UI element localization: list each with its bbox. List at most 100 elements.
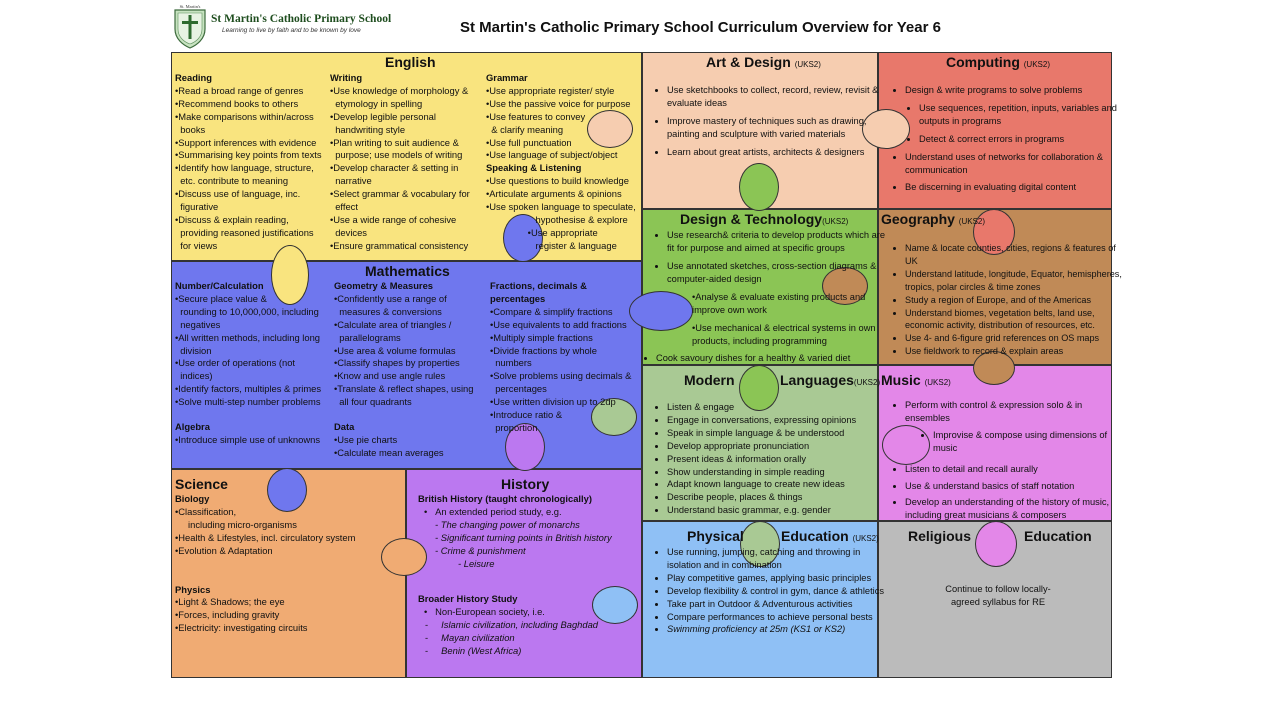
list-line: •Calculate mean averages <box>334 446 444 458</box>
list-item: Describe people, places & things <box>667 491 892 504</box>
puzzle-knob <box>503 214 543 262</box>
svg-text:St. Martin's: St. Martin's <box>180 4 201 9</box>
maths-number: Number/Calculation •Secure place value &… <box>175 280 335 447</box>
list-line: providing reasoned justifications <box>175 226 314 238</box>
fractions-list: •Compare & simplify fractions•Use equiva… <box>490 306 640 435</box>
biology-list: •Classification, including micro-organis… <box>175 506 395 558</box>
list-line: •Use a wide range of cohesive <box>330 213 457 225</box>
list-item: Understand basic grammar, e.g. gender <box>667 504 892 517</box>
geometry-list: •Confidently use a range of measures & c… <box>334 293 494 409</box>
list-item: Speak in simple language & be understood <box>667 427 892 440</box>
list-item: - Mayan civilization <box>425 632 515 644</box>
list-line: all four quadrants <box>334 396 412 408</box>
list-line: •Use spoken language to speculate, <box>486 201 636 213</box>
list-line: •Introduce simple use of unknowns <box>175 433 321 445</box>
list-line: •Plan writing to suit audience & <box>330 136 459 148</box>
puzzle-knob <box>973 351 1015 385</box>
list-line: •Introduce ratio & <box>490 409 563 421</box>
dt-list-bottom: Cook savoury dishes for a healthy & vari… <box>630 352 891 365</box>
history-content: British History (taught chronologically)… <box>418 493 638 658</box>
list-line: division <box>175 344 212 356</box>
list-line: •Recommend books to others <box>175 97 299 109</box>
list-line: •Use questions to build knowledge <box>486 175 629 187</box>
list-line: figurative <box>175 201 219 213</box>
list-line: •Use written division up to 2dp <box>490 396 616 408</box>
list-line: •Forces, including gravity <box>175 609 280 621</box>
list-item: Understand uses of networks for collabor… <box>905 151 1117 177</box>
puzzle-knob <box>973 209 1015 255</box>
list-item: Use fieldwork to record & explain areas <box>905 345 1130 358</box>
puzzle-knob <box>587 110 633 148</box>
list-line: proportion <box>490 421 538 433</box>
history-panel <box>406 469 642 678</box>
broader-intro: • Non-European society, i.e. <box>424 606 545 618</box>
list-line: •Translate & reflect shapes, using <box>334 383 474 395</box>
writing-list: •Use knowledge of morphology & etymology… <box>330 85 490 253</box>
list-item: Use 4- and 6-figure grid references on O… <box>905 332 1130 345</box>
puzzle-knob <box>740 521 780 567</box>
list-item: Listen & engage <box>667 401 892 414</box>
list-line: •Solve multi-step number problems <box>175 396 321 408</box>
list-line: •Classify shapes by properties <box>334 357 460 369</box>
puzzle-knob <box>739 163 779 211</box>
biology-heading: Biology <box>175 493 210 504</box>
music-list: Perform with control & expression solo &… <box>879 399 1120 522</box>
puzzle-knob <box>975 521 1017 567</box>
grammar-heading: Grammar <box>486 72 528 83</box>
list-item: Use sequences, repetition, inputs, varia… <box>919 102 1117 128</box>
list-item: Understand latitude, longitude, Equator,… <box>905 268 1130 294</box>
list-line: •Read a broad range of genres <box>175 84 304 96</box>
list-line: •Select grammar & vocabulary for <box>330 188 470 200</box>
list-line: •Articulate arguments & opinions <box>486 188 622 200</box>
dt-list: Use research& criteria to develop produc… <box>641 229 892 289</box>
list-item: Improve mastery of techniques such as dr… <box>667 115 887 141</box>
list-item: •Use mechanical & electrical systems in … <box>692 322 876 346</box>
list-item: Learn about great artists, architects & … <box>667 146 887 159</box>
mfl-title-right: Languages(UKS2) <box>780 372 881 388</box>
puzzle-knob <box>862 109 910 149</box>
english-title: English <box>385 54 436 70</box>
list-line: etc. contribute to meaning <box>175 175 289 187</box>
maths-geometry: Geometry & Measures •Confidently use a r… <box>334 280 494 460</box>
list-item: Adapt known language to create new ideas <box>667 478 892 491</box>
list-item: Understand biomes, vegetation belts, lan… <box>905 307 1130 333</box>
list-line: •Use appropriate register/ style <box>486 84 615 96</box>
list-line: •Use knowledge of morphology & <box>330 84 469 96</box>
list-item: Improvise & compose using dimensions of … <box>933 429 1120 455</box>
geography-list: Name & locate counties, cities, regions … <box>879 242 1130 358</box>
list-line: •Identify how language, structure, <box>175 162 314 174</box>
maths-title: Mathematics <box>365 263 450 279</box>
writing-heading: Writing <box>330 72 363 83</box>
list-line: •Summarising key points from texts <box>175 149 322 161</box>
list-line: •Use the passive voice for purpose <box>486 97 631 109</box>
list-line: •All written methods, including long <box>175 331 321 343</box>
list-item: Compare performances to achieve personal… <box>667 611 895 624</box>
computing-list: Design & write programs to solve problem… <box>879 84 1117 194</box>
list-item: Play competitive games, applying basic p… <box>667 572 895 585</box>
list-line: rounding to 10,000,000, including <box>175 305 319 317</box>
puzzle-knob <box>381 538 427 576</box>
list-item: Use & understand basics of staff notatio… <box>905 480 1120 493</box>
list-line: effect <box>330 201 358 213</box>
reading-heading: Reading <box>175 72 212 83</box>
puzzle-knob <box>822 267 868 305</box>
list-item: Be discerning in evaluating digital cont… <box>905 181 1117 194</box>
list-item: Study a region of Europe, and of the Ame… <box>905 294 1130 307</box>
list-item: - Leisure <box>458 557 495 569</box>
music-title: Music (UKS2) <box>881 372 951 388</box>
list-line: & clarify meaning <box>486 123 564 135</box>
puzzle-knob <box>505 423 545 471</box>
puzzle-knob <box>629 291 693 331</box>
history-title: History <box>501 476 550 492</box>
list-line: •Ensure grammatical consistency <box>330 239 469 251</box>
school-name: St Martin's Catholic Primary School <box>211 13 392 25</box>
list-line: •Confidently use a range of <box>334 292 447 304</box>
list-item: Detect & correct errors in programs <box>919 133 1117 146</box>
art-list: Use sketchbooks to collect, record, revi… <box>641 84 887 159</box>
british-history-heading: British History (taught chronologically) <box>418 493 592 504</box>
re-title-left: Religious <box>908 528 972 544</box>
list-line: •Use pie charts <box>334 433 398 445</box>
list-line: •Use appropriate <box>486 226 598 238</box>
list-item: Show understanding in simple reading <box>667 466 892 479</box>
list-item: Present ideas & information orally <box>667 453 892 466</box>
